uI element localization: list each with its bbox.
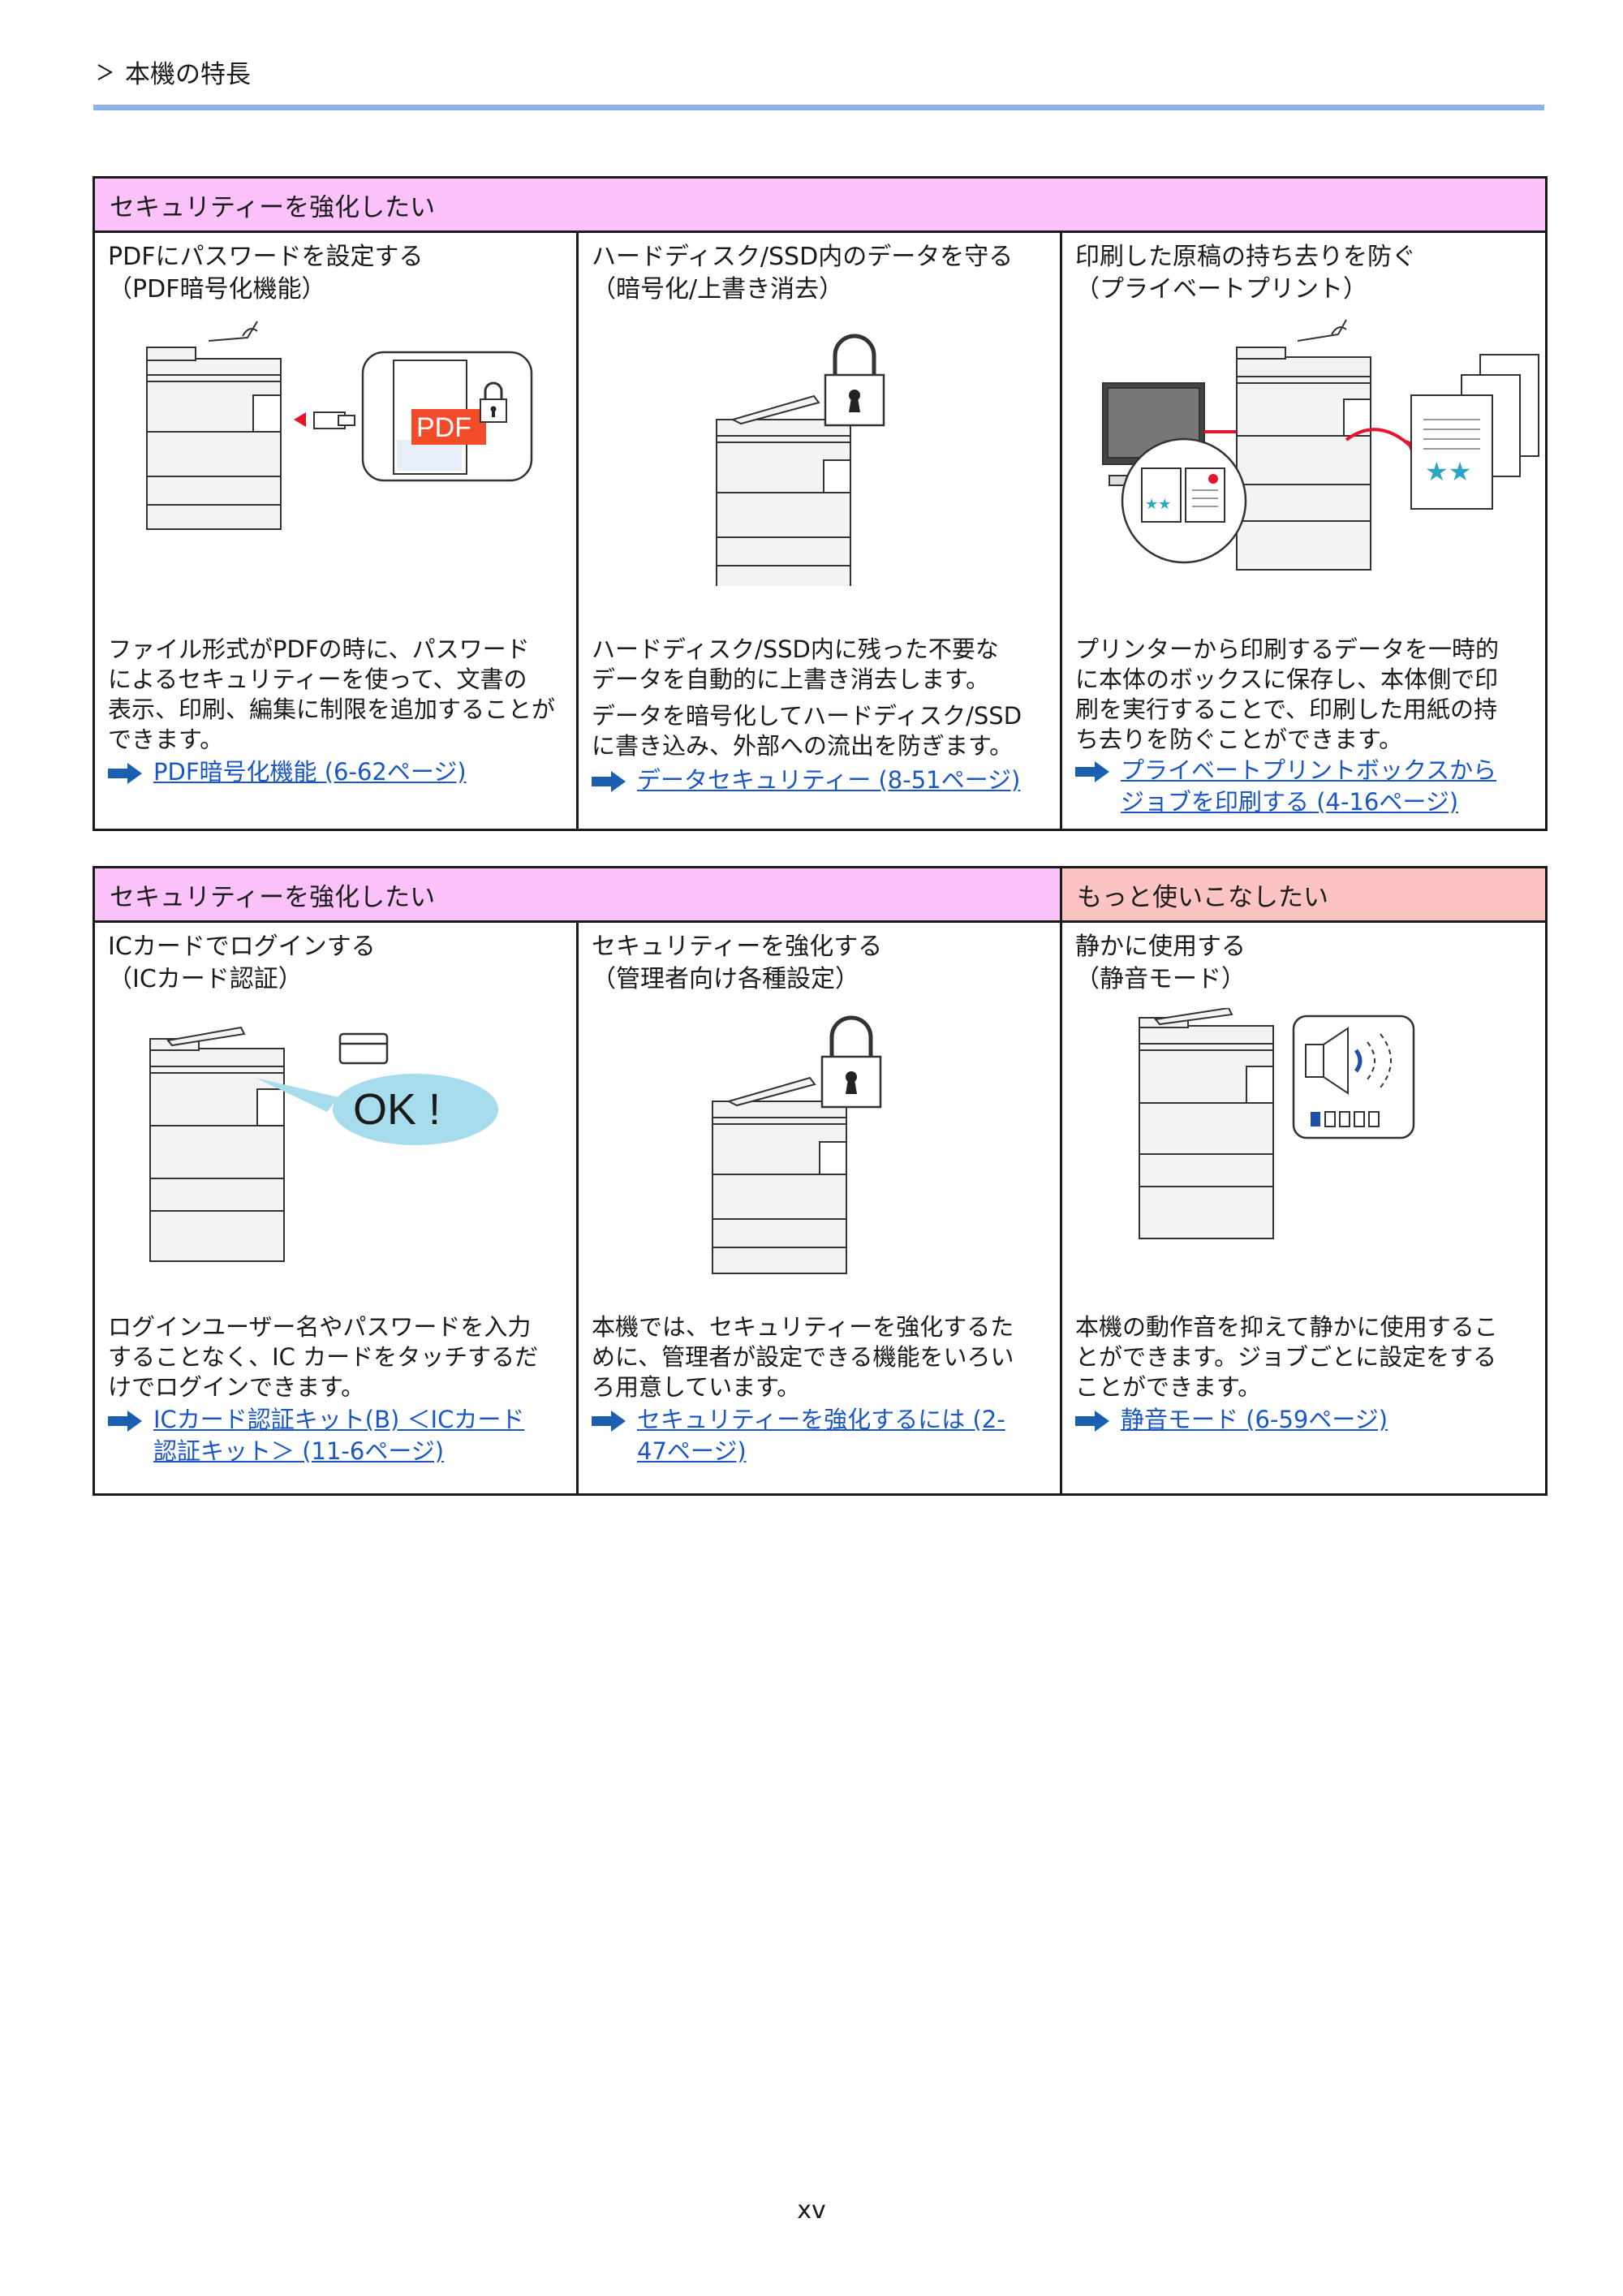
feature-cell-quiet-mode: 静かに使用する （静音モード） <box>1060 920 1548 1496</box>
arrow-left-icon <box>294 412 306 427</box>
feature-description: 本機の動作音を抑えて静かに使用するこ とができます。ジョブごとに設定をする こと… <box>1075 1313 1498 1401</box>
arrow-right-icon <box>592 771 626 792</box>
feature-table-security-usability: セキュリティーを強化したい もっと使いこなしたい ICカードでログインする （I… <box>92 866 1548 1496</box>
volume-level-indicator <box>1311 1111 1380 1127</box>
magnifier-circle <box>1121 437 1247 564</box>
data-security-illustration <box>716 334 885 586</box>
feature-description: 本機では、セキュリティーを強化するた めに、管理者が設定できる機能をいろい ろ用… <box>592 1313 1014 1401</box>
feature-cell-private-print: 印刷した原稿の持ち去りを防ぐ （プライベートプリント） <box>1059 230 1548 831</box>
feature-title: セキュリティーを強化する （管理者向け各種設定） <box>592 933 883 993</box>
feature-cell-pdf-encryption: PDFにパスワードを設定する （PDF暗号化機能） <box>93 230 579 831</box>
reference-link[interactable]: プライベートプリントボックスからジョブを印刷する (4-16ページ) <box>1075 755 1535 818</box>
pdf-badge <box>411 409 486 445</box>
feature-description: プリンターから印刷するデータを一時的 に本体のボックスに保存し、本体側で印 刷を… <box>1075 635 1500 753</box>
feature-title: ICカードでログインする （ICカード認証） <box>108 933 376 993</box>
feature-title: ハードディスク/SSD内のデータを守る （暗号化/上書き消去） <box>592 243 1014 304</box>
speech-tail <box>256 1078 338 1112</box>
hand-icon <box>208 321 258 342</box>
feature-table-security: セキュリティーを強化したい PDFにパスワードを設定する （PDF暗号化機能） <box>92 176 1548 831</box>
feature-title: 静かに使用する （静音モード） <box>1075 933 1246 993</box>
reference-link[interactable]: ICカード認証キット(B) ＜ICカード認証キット＞ (11-6ページ) <box>108 1404 566 1467</box>
hand-icon <box>1297 319 1347 342</box>
chevron-right-icon <box>97 63 114 80</box>
category-header: セキュリティーを強化したい <box>92 176 1548 233</box>
reference-link[interactable]: 静音モード (6-59ページ) <box>1075 1404 1535 1436</box>
mfp-icon <box>1139 1017 1275 1239</box>
reference-link[interactable]: データセキュリティー (8-51ページ) <box>592 765 1050 796</box>
link-ic-card[interactable]: ICカード認証キット(B) ＜ICカード認証キット＞ (11-6ページ) <box>153 1406 525 1465</box>
lock-icon <box>820 1015 882 1109</box>
reference-link[interactable]: セキュリティーを強化するには (2-47ページ) <box>592 1404 1050 1467</box>
lock-icon <box>480 381 507 423</box>
link-pdf-encryption[interactable]: PDF暗号化機能 (6-62ページ) <box>153 758 467 786</box>
mfp-icon <box>712 1101 847 1274</box>
category-header-usability: もっと使いこなしたい <box>1060 866 1548 923</box>
speaker-icon <box>1305 1027 1392 1095</box>
section-title: 本機の特長 <box>125 60 251 89</box>
feature-cell-admin-security: セキュリティーを強化する （管理者向け各種設定） <box>575 920 1063 1496</box>
ic-card-illustration: OK ! <box>149 1026 498 1262</box>
category-header-security: セキュリティーを強化したい <box>92 866 1063 923</box>
arrow-right-icon <box>1075 1411 1110 1432</box>
svg-text:PDF: PDF <box>416 412 471 443</box>
speech-bubble <box>333 1074 498 1145</box>
link-data-security[interactable]: データセキュリティー (8-51ページ) <box>637 766 1021 794</box>
arrow-right-icon <box>108 763 142 784</box>
private-print-illustration: ★★ ★★ <box>1102 319 1539 571</box>
mfp-icon <box>1236 347 1371 571</box>
svg-text:★★: ★★ <box>1425 456 1471 487</box>
link-admin-security[interactable]: セキュリティーを強化するには (2-47ページ) <box>637 1406 1005 1465</box>
mfp-icon <box>146 347 282 530</box>
feature-description: ファイル形式がPDFの時に、パスワード によるセキュリティーを使って、文書の 表… <box>108 635 556 753</box>
feature-description: ハードディスク/SSD内に残った不要なデータを自動的に上書き消去します。 データ… <box>592 635 1022 760</box>
reference-link[interactable]: PDF暗号化機能 (6-62ページ) <box>108 756 566 788</box>
feature-title: PDFにパスワードを設定する （PDF暗号化機能） <box>108 243 424 304</box>
quiet-mode-illustration <box>1139 1008 1415 1239</box>
admin-security-illustration <box>712 1015 882 1274</box>
feature-cell-data-security: ハードディスク/SSD内のデータを守る （暗号化/上書き消去） <box>576 230 1062 831</box>
link-private-print[interactable]: プライベートプリントボックスからジョブを印刷する (4-16ページ) <box>1121 756 1497 816</box>
feature-description: ログインユーザー名やパスワードを入力 することなく、IC カードをタッチするだ … <box>108 1313 539 1401</box>
mfp-icon <box>716 419 851 586</box>
printed-pages-icon: ★★ <box>1410 354 1539 510</box>
link-quiet-mode[interactable]: 静音モード (6-59ページ) <box>1121 1406 1388 1433</box>
pdf-encryption-illustration: PDF <box>146 321 533 530</box>
page-header: 本機の特長 <box>96 54 251 90</box>
output-arrow <box>1345 428 1414 450</box>
feature-title: 印刷した原稿の持ち去りを防ぐ （プライベートプリント） <box>1075 243 1416 304</box>
mfp-icon <box>149 1038 285 1262</box>
arrow-right-icon <box>592 1411 626 1432</box>
page-number: xv <box>797 2196 826 2225</box>
lock-icon <box>824 334 885 427</box>
svg-text:★★: ★★ <box>1145 496 1171 513</box>
feature-cell-ic-card: ICカードでログインする （ICカード認証） <box>93 920 579 1496</box>
svg-text:OK !: OK ! <box>353 1085 441 1134</box>
arrow-right-icon <box>1075 761 1109 782</box>
header-rule <box>93 105 1544 110</box>
arrow-right-icon <box>108 1411 142 1432</box>
ic-card-icon <box>338 1032 389 1065</box>
